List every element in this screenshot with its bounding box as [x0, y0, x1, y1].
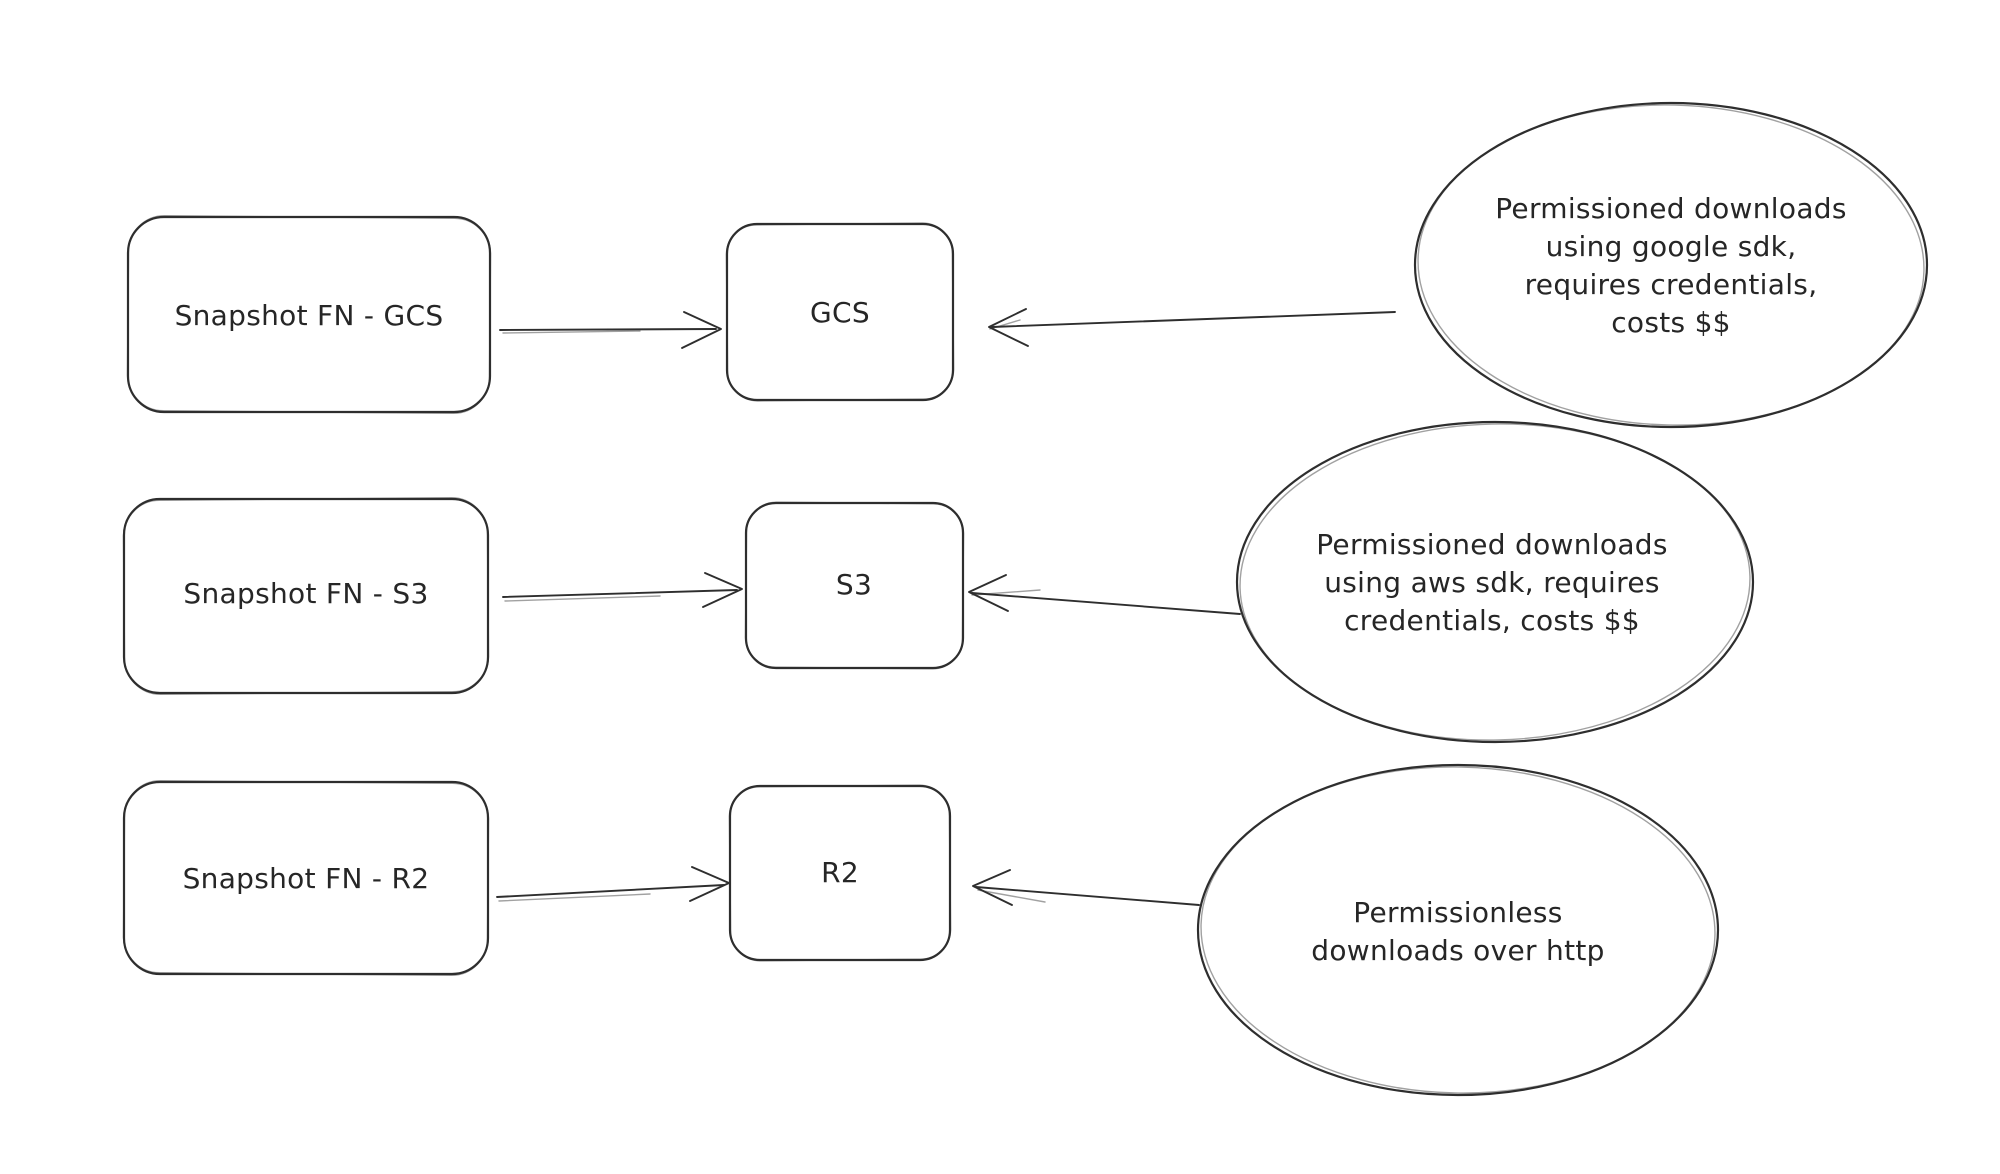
- row-r2: Snapshot FN - R2 R2 Permissionless downl…: [122, 763, 1720, 1097]
- arrow-s3-source-to-target: [502, 572, 743, 608]
- arrow-shaft: [971, 592, 1241, 615]
- arrow-shaft-overdraw: [502, 330, 641, 334]
- arrow-shaft: [496, 884, 725, 898]
- note-ellipse-gcs: [1413, 101, 1929, 429]
- arrow-shaft-overdraw: [504, 595, 661, 602]
- arrowhead-left-icon: [988, 308, 1029, 347]
- source-node-gcs-label: Snapshot FN - GCS: [175, 299, 444, 332]
- note-line: requires credentials,: [1525, 268, 1818, 301]
- arrow-shaft-overdraw: [498, 893, 651, 902]
- note-line: Permissioned downloads: [1316, 528, 1668, 561]
- note-line: credentials, costs $$: [1344, 604, 1640, 637]
- target-node-r2-overdraw: [728, 784, 952, 962]
- source-node-r2-overdraw: [122, 780, 490, 976]
- arrow-shaft: [499, 328, 717, 331]
- note-line: downloads over http: [1311, 934, 1604, 967]
- note-ellipse-gcs-text: Permissioned downloads using google sdk,…: [1495, 192, 1847, 339]
- row-gcs: Snapshot FN - GCS GCS Permissioned downl…: [126, 101, 1929, 429]
- note-ellipse-s3: [1235, 420, 1755, 744]
- note-line: using google sdk,: [1546, 230, 1797, 263]
- source-node-r2-label: Snapshot FN - R2: [183, 862, 430, 895]
- note-ellipse-s3-overdraw: [1239, 423, 1751, 741]
- note-line: Permissionless: [1353, 896, 1562, 929]
- source-node-s3: [122, 497, 490, 695]
- arrow-r2-source-to-target: [496, 866, 730, 902]
- arrowhead-overdraw: [977, 889, 1046, 903]
- note-ellipse-r2-overdraw: [1200, 766, 1716, 1094]
- note-ellipse-gcs-overdraw: [1417, 104, 1925, 426]
- arrow-s3-note-to-target: [968, 574, 1241, 615]
- target-node-gcs-overdraw: [725, 222, 955, 402]
- arrowhead-left-icon: [972, 869, 1013, 906]
- arrow-shaft: [975, 886, 1200, 906]
- target-node-gcs: [725, 222, 955, 402]
- arrow-shaft: [502, 589, 738, 598]
- arrowhead-right-icon: [689, 866, 730, 902]
- arrow-gcs-source-to-target: [499, 311, 722, 349]
- note-ellipse-s3-text: Permissioned downloads using aws sdk, re…: [1316, 528, 1668, 637]
- target-node-s3: [744, 501, 965, 670]
- source-node-gcs-overdraw: [126, 215, 492, 414]
- source-node-r2: [122, 780, 490, 976]
- source-node-gcs: [126, 215, 492, 414]
- arrowhead-overdraw: [971, 589, 1041, 596]
- target-node-s3-label: S3: [836, 568, 872, 601]
- note-line: using aws sdk, requires: [1324, 566, 1660, 599]
- arrow-r2-note-to-target: [972, 869, 1200, 906]
- target-node-r2: [728, 784, 952, 962]
- target-node-r2-label: R2: [821, 856, 859, 889]
- arrowhead-right-icon: [681, 311, 722, 349]
- arrowhead-overdraw: [989, 319, 1021, 330]
- source-node-s3-label: Snapshot FN - S3: [183, 577, 428, 610]
- note-ellipse-r2-text: Permissionless downloads over http: [1311, 896, 1604, 967]
- target-node-gcs-label: GCS: [810, 296, 870, 329]
- arrowhead-left-icon: [968, 574, 1009, 612]
- note-ellipse-r2: [1196, 763, 1720, 1097]
- target-node-s3-overdraw: [744, 501, 965, 670]
- arrow-shaft: [991, 311, 1396, 328]
- note-line: Permissioned downloads: [1495, 192, 1847, 225]
- arrow-gcs-note-to-target: [988, 308, 1396, 347]
- row-s3: Snapshot FN - S3 S3 Permissioned downloa…: [122, 420, 1755, 744]
- note-line: costs $$: [1611, 306, 1731, 339]
- arrowhead-right-icon: [702, 572, 743, 608]
- source-node-s3-overdraw: [122, 497, 490, 695]
